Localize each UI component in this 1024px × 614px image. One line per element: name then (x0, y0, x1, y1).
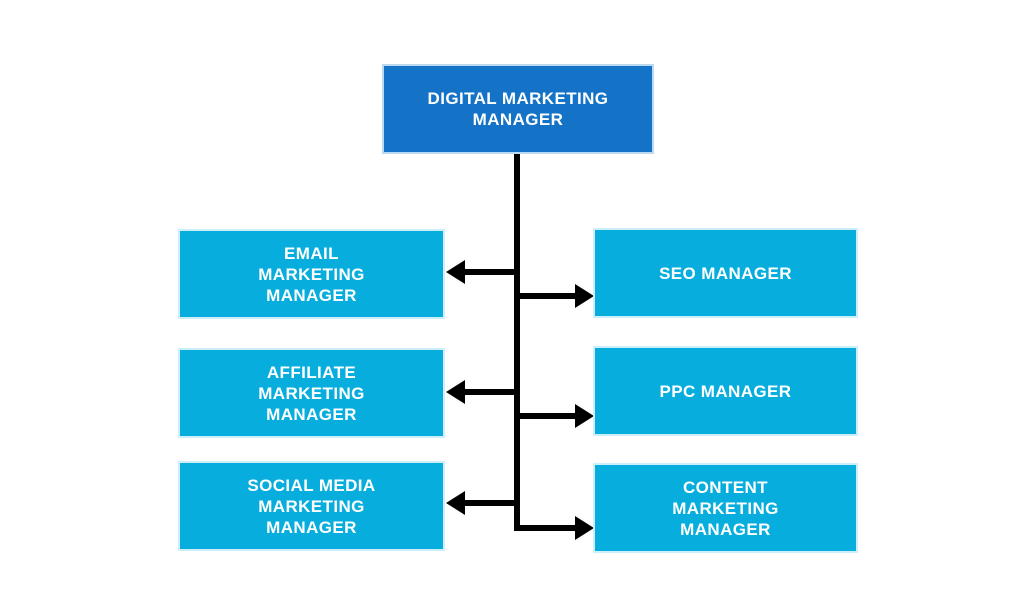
org-node-label: DIGITAL MARKETING MANAGER (427, 89, 609, 129)
org-node-label: EMAIL MARKETING MANAGER (258, 243, 365, 305)
connector-line-social-media (461, 500, 520, 506)
org-node-email-marketing-manager: EMAIL MARKETING MANAGER (178, 229, 445, 319)
connector-line-content (514, 525, 576, 531)
connector-spine (514, 153, 520, 531)
arrowhead-left-social-media (446, 491, 465, 515)
arrowhead-left-affiliate (446, 380, 465, 404)
connector-line-seo (514, 293, 576, 299)
arrowhead-left-email (446, 260, 465, 284)
org-node-social-media-marketing-manager: SOCIAL MEDIA MARKETING MANAGER (178, 461, 445, 551)
org-node-seo-manager: SEO MANAGER (593, 228, 858, 318)
arrowhead-right-seo (575, 284, 594, 308)
arrowhead-right-ppc (575, 404, 594, 428)
org-node-label: SOCIAL MEDIA MARKETING MANAGER (247, 475, 376, 537)
org-node-affiliate-marketing-manager: AFFILIATE MARKETING MANAGER (178, 348, 445, 438)
arrowhead-right-content (575, 516, 594, 540)
org-node-content-marketing-manager: CONTENT MARKETING MANAGER (593, 463, 858, 553)
connector-line-affiliate (461, 389, 520, 395)
org-node-label: AFFILIATE MARKETING MANAGER (258, 362, 365, 424)
org-node-label: CONTENT MARKETING MANAGER (672, 477, 779, 539)
connector-line-email (461, 269, 520, 275)
org-node-digital-marketing-manager: DIGITAL MARKETING MANAGER (382, 64, 654, 154)
org-node-label: PPC MANAGER (659, 381, 792, 401)
org-node-label: SEO MANAGER (659, 263, 792, 283)
connector-line-ppc (514, 413, 576, 419)
org-node-ppc-manager: PPC MANAGER (593, 346, 858, 436)
